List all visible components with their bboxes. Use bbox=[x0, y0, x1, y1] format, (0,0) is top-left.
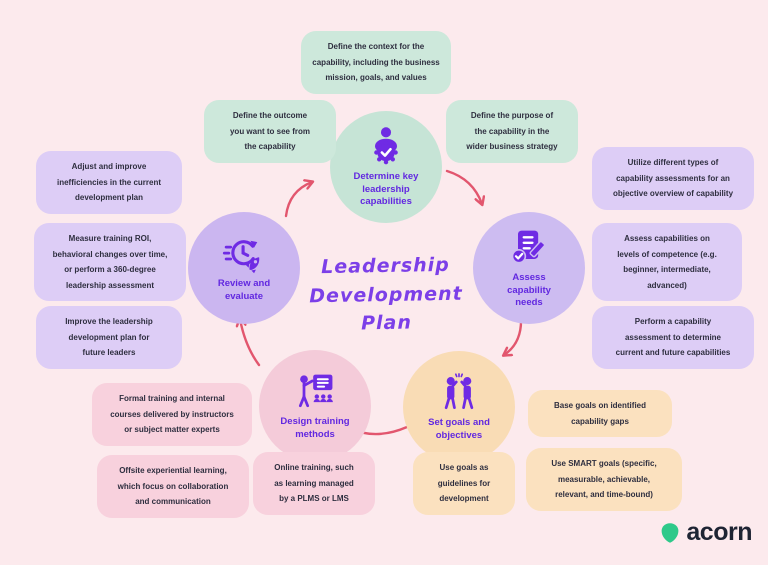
note-measure-roi: Measure training ROI, behavioral changes… bbox=[34, 223, 186, 302]
note-define-purpose: Define the purpose of the capability in … bbox=[446, 100, 578, 163]
stage-design-training-methods: Design training methods bbox=[259, 350, 371, 462]
note-improve-plan: Improve the leadership development plan … bbox=[36, 306, 182, 369]
note-offsite-learning: Offsite experiential learning, which foc… bbox=[97, 455, 249, 518]
page-title: Leadership Development Plan bbox=[309, 253, 463, 335]
clock-rocket-review-icon bbox=[222, 240, 260, 274]
stage-label: Assess capability needs bbox=[507, 271, 551, 309]
arrow-design-to-review bbox=[240, 319, 261, 367]
stage-assess-capability-needs: Assess capability needs bbox=[473, 212, 585, 324]
document-check-pencil-icon bbox=[511, 230, 546, 264]
acorn-logo: acorn bbox=[660, 518, 752, 547]
stage-label: Determine key leadership capabilities bbox=[353, 170, 419, 208]
person-badge-check-icon bbox=[374, 127, 398, 165]
arrow-determine-to-assess bbox=[445, 169, 482, 204]
note-online-training: Online training, such as learning manage… bbox=[253, 452, 375, 515]
arrow-review-to-determine bbox=[284, 182, 312, 218]
note-formal-training: Formal training and internal courses del… bbox=[92, 383, 252, 446]
stage-determine-key-leadership-capabilities: Determine key leadership capabilities bbox=[330, 111, 442, 223]
note-utilize-assessments: Utilize different types of capability as… bbox=[592, 147, 754, 210]
trainer-presentation-icon bbox=[298, 374, 333, 408]
stage-set-goals-and-objectives: Set goals and objectives bbox=[403, 351, 515, 463]
acorn-icon bbox=[662, 522, 679, 543]
stage-review-and-evaluate: Review and evaluate bbox=[188, 212, 300, 324]
acorn-logo-text: acorn bbox=[686, 518, 752, 546]
high-five-people-icon bbox=[444, 373, 474, 410]
stage-label: Review and evaluate bbox=[217, 278, 271, 302]
note-define-outcome: Define the outcome you want to see from … bbox=[204, 100, 336, 163]
stage-label: Design training methods bbox=[280, 416, 350, 440]
note-goals-guidelines: Use goals as guidelines for development bbox=[413, 452, 515, 515]
note-assess-levels: Assess capabilities on levels of compete… bbox=[592, 223, 742, 302]
stage-label: Set goals and objectives bbox=[428, 417, 490, 441]
note-smart-goals: Use SMART goals (specific, measurable, a… bbox=[526, 448, 682, 511]
note-adjust-improve: Adjust and improve inefficiencies in the… bbox=[36, 151, 182, 214]
note-define-context: Define the context for the capability, i… bbox=[301, 31, 451, 94]
note-base-goals: Base goals on identified capability gaps bbox=[528, 390, 672, 438]
arrow-assess-to-goals bbox=[504, 316, 523, 355]
note-perform-assessment: Perform a capability assessment to deter… bbox=[592, 306, 754, 369]
